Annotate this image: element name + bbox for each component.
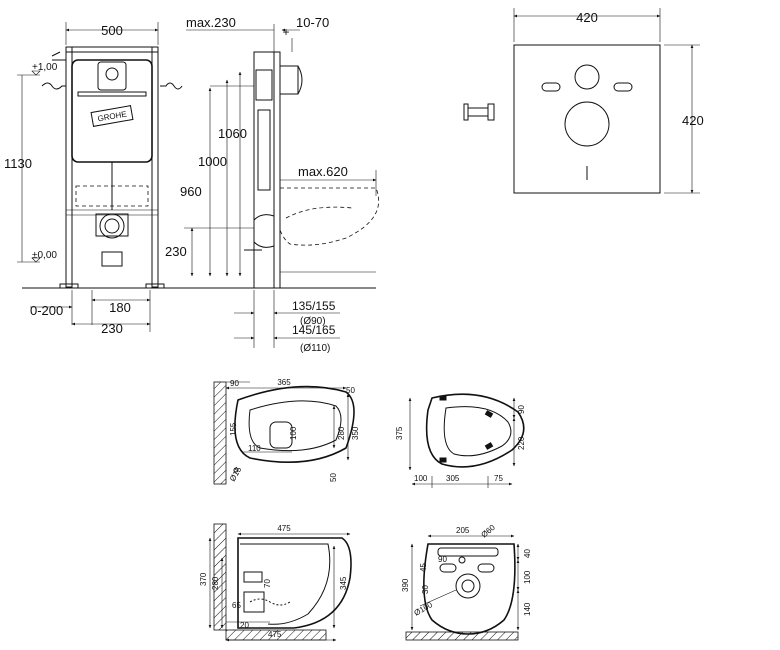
dim-205: 205 — [456, 526, 470, 535]
dim-1000: 1000 — [198, 154, 227, 169]
dim-390: 390 — [401, 578, 410, 592]
dim-1060: 1060 — [218, 126, 247, 141]
bowl-back-view: 205 Ø60 40 390 45 90 100 30 Ø100 140 — [401, 523, 532, 641]
dim-65: 65 — [232, 601, 241, 610]
dim-420-height: 420 — [682, 113, 704, 128]
dim-1130: 1130 — [4, 156, 32, 171]
dim-50-bottom: 50 — [329, 473, 338, 482]
dim-305: 305 — [446, 474, 460, 483]
dim-220: 220 — [517, 436, 526, 450]
dim-370: 370 — [199, 572, 208, 586]
dim-75: 75 — [494, 474, 503, 483]
dim-135-155: 135/155 — [292, 299, 336, 313]
dim-50-top: 50 — [346, 386, 355, 395]
dim-500: 500 — [101, 23, 123, 38]
dim-345: 345 — [339, 576, 348, 590]
bowl-top-view: 90 365 50 280 350 155 110 100 50 Ø15 — [213, 378, 360, 485]
dim-365: 365 — [277, 378, 291, 387]
dim-180: 180 — [109, 300, 131, 315]
svg-text:+: + — [282, 25, 289, 39]
frame-front-view: GROHE 500 1130 +1,00 ±0,00 — [4, 22, 250, 336]
frame-side-view: max.230 10-70 + 1060 1000 960 230 max.62… — [165, 15, 380, 354]
dim-155: 155 — [229, 422, 238, 436]
dim-100-seat: 100 — [414, 474, 428, 483]
brand-logo: GROHE — [90, 105, 134, 127]
dim-30: 30 — [421, 585, 430, 594]
dim-dia90: (Ø90) — [300, 316, 326, 327]
dim-280-side: 280 — [211, 576, 220, 590]
dim-110: 110 — [248, 444, 261, 453]
dim-dia110: (Ø110) — [300, 343, 330, 354]
dim-475-top: 475 — [277, 524, 291, 533]
dim-90-back: 90 — [438, 555, 447, 564]
level-top: +1,00 — [32, 62, 58, 73]
dim-70: 70 — [263, 579, 272, 588]
dim-960: 960 — [180, 184, 202, 199]
dim-230-side: 230 — [165, 244, 187, 259]
dim-140: 140 — [523, 602, 532, 616]
dim-40: 40 — [523, 549, 532, 558]
dim-90-top: 90 — [230, 379, 239, 388]
dim-dia60: Ø60 — [480, 523, 498, 540]
dim-420-width: 420 — [576, 10, 598, 25]
dim-145-165: 145/165 — [292, 323, 336, 337]
dim-dia100: Ø100 — [413, 600, 435, 618]
seat-top-view: 375 90 220 100 305 75 — [395, 393, 526, 488]
dim-max620: max.620 — [298, 164, 348, 179]
dim-475-bottom: 475 — [268, 630, 282, 639]
dim-20: 20 — [240, 621, 249, 630]
dim-dia15: Ø15 — [228, 465, 244, 483]
dim-45: 45 — [419, 563, 428, 572]
dim-230: 230 — [101, 321, 123, 336]
dim-280: 280 — [337, 426, 346, 440]
dim-10-70: 10-70 — [296, 15, 329, 30]
bowl-side-view: 475 370 280 345 70 65 20 475 — [199, 523, 352, 642]
dim-100-back: 100 — [523, 570, 532, 584]
dim-375: 375 — [395, 426, 404, 440]
dim-100: 100 — [289, 426, 298, 440]
dim-350: 350 — [351, 426, 360, 440]
dim-90-seat: 90 — [517, 405, 526, 414]
dim-0-200: 0-200 — [30, 303, 63, 318]
sound-pad-view: 420 420 — [463, 8, 704, 194]
level-floor: ±0,00 — [32, 250, 57, 261]
dim-max230: max.230 — [186, 15, 236, 30]
